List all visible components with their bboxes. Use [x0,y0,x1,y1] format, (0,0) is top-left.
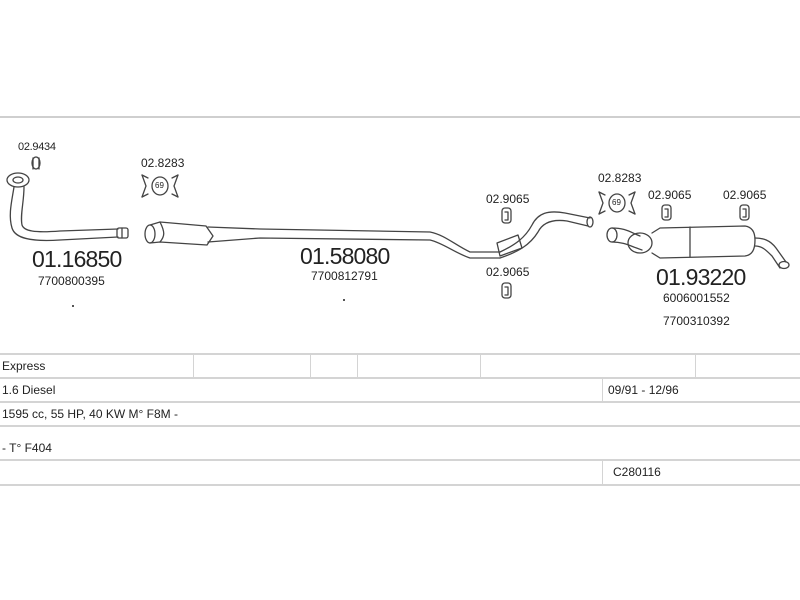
dot-marker-1 [72,305,74,307]
gasket-badge-a: 69 [155,181,164,190]
hanger-b-part-number: 02.9065 [486,265,530,279]
hanger-icon-b [501,282,512,299]
centre-pipe-part-number: 01.58080 [300,243,390,269]
rear-silencer-oem-number-1: 6006001552 [663,291,730,305]
table-divider [602,379,603,401]
clamp-icon [31,156,41,170]
date-range-cell: 09/91 - 12/96 [608,383,679,397]
table-divider [357,355,358,377]
model-cell: Express [2,359,46,373]
rear-silencer-part-number: 01.93220 [656,264,746,290]
front-pipe-part-number: 01.16850 [32,246,122,272]
exhaust-diagram [6,156,790,299]
engine-cell: 1.6 Diesel [2,383,56,397]
table-divider [695,355,696,377]
engine-spec-cell: 1595 cc, 55 HP, 40 KW M° F8M - [2,407,178,421]
hanger-icon-d [739,204,750,221]
centre-pipe-oem-number: 7700812791 [311,269,378,283]
hanger-c-part-number: 02.9065 [648,188,692,202]
top-rule [0,116,800,118]
front-pipe-drawing [6,172,129,242]
gasket-icon-a [141,174,179,198]
table-divider [480,355,481,377]
hanger-icon-c [661,204,672,221]
hanger-d-part-number: 02.9065 [723,188,767,202]
gasket-icon-b [598,191,636,215]
gearbox-cell: - T° F404 [2,441,52,455]
table-row: Express [0,355,800,379]
table-row: C280116 [0,461,800,486]
gasket-b-part-number: 02.8283 [598,171,642,185]
table-divider [602,461,603,484]
hanger-icon-a [501,207,512,224]
rear-silencer-drawing [606,225,790,270]
table-divider [310,355,311,377]
centre-pipe-drawing [144,211,594,259]
table-divider [193,355,194,377]
front-pipe-oem-number: 7700800395 [38,274,105,288]
catalog-code-cell: C280116 [613,465,661,479]
gasket-badge-b: 69 [612,198,621,207]
rear-silencer-oem-number-2: 7700310392 [663,314,730,328]
table-row: 1.6 Diesel 09/91 - 12/96 [0,379,800,403]
hanger-a-part-number: 02.9065 [486,192,530,206]
gasket-a-part-number: 02.8283 [141,156,185,170]
clamp-part-number: 02.9434 [18,141,56,153]
dot-marker-2 [343,299,345,301]
table-top-rule [0,353,800,355]
table-row: - T° F404 [0,437,800,461]
table-row: 1595 cc, 55 HP, 40 KW M° F8M - [0,403,800,427]
